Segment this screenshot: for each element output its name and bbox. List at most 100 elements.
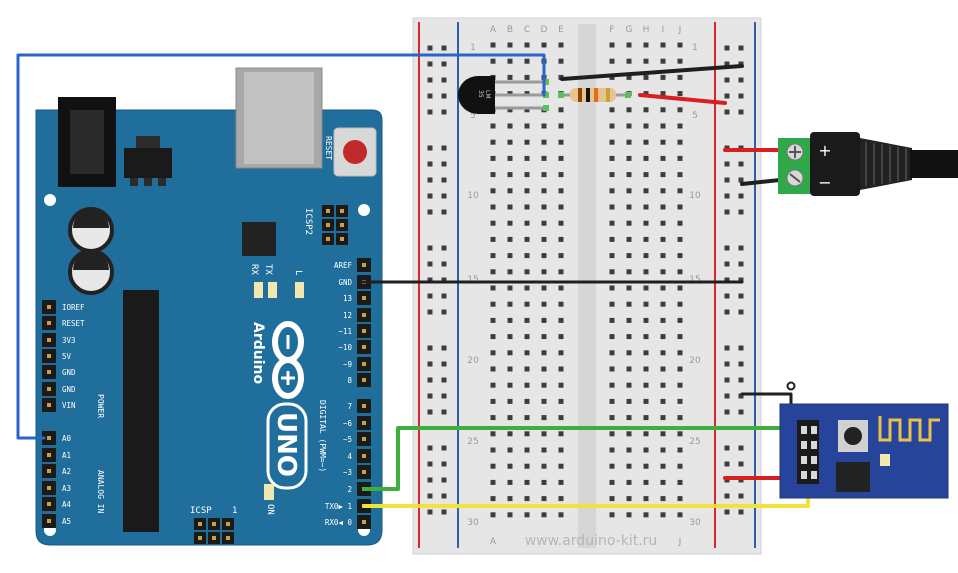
esp-header bbox=[797, 420, 819, 484]
breadboard-hole bbox=[609, 366, 615, 372]
breadboard-hole bbox=[524, 58, 530, 64]
rail-hole bbox=[738, 461, 744, 467]
breadboard-hole bbox=[660, 220, 666, 226]
breadboard-hole bbox=[626, 107, 632, 113]
breadboard-hole bbox=[677, 91, 683, 97]
breadboard-hole bbox=[660, 334, 666, 340]
pin-labels: IOREFRESET3V35VGNDGNDVINA0A1A2A3A4A5AREF… bbox=[62, 261, 352, 527]
breadboard-hole bbox=[609, 253, 615, 259]
rail-hole bbox=[738, 377, 744, 383]
breadboard-hole bbox=[660, 139, 666, 145]
breadboard-hole bbox=[558, 496, 564, 502]
resistor-lead-tip bbox=[625, 92, 631, 98]
breadboard-hole bbox=[677, 123, 683, 129]
wire-blue-a0-to-sensor bbox=[16, 53, 546, 440]
breadboard-hole bbox=[677, 107, 683, 113]
rail-hole bbox=[427, 393, 433, 399]
breadboard-hole bbox=[626, 398, 632, 404]
breadboard-hole bbox=[660, 382, 666, 388]
breadboard-hole bbox=[507, 382, 513, 388]
breadboard-hole bbox=[643, 220, 649, 226]
pin-label: RESET bbox=[62, 319, 85, 328]
breadboard-hole bbox=[507, 42, 513, 48]
pin-label: ~3 bbox=[343, 468, 352, 477]
breadboard-hole bbox=[660, 269, 666, 275]
wire-end bbox=[786, 381, 796, 391]
l-led bbox=[295, 282, 304, 298]
sensor-leg-tip bbox=[543, 92, 549, 98]
breadboard-hole bbox=[541, 301, 547, 307]
power-group-label: POWER bbox=[96, 394, 105, 418]
voltage-regulator bbox=[124, 148, 172, 178]
breadboard-hole bbox=[558, 269, 564, 275]
breadboard-hole bbox=[541, 382, 547, 388]
rail-hole bbox=[427, 377, 433, 383]
breadboard-hole bbox=[490, 139, 496, 145]
breadboard-hole bbox=[558, 334, 564, 340]
breadboard-hole bbox=[558, 431, 564, 437]
breadboard-hole bbox=[558, 350, 564, 356]
pin-label: AREF bbox=[334, 261, 353, 270]
breadboard-hole bbox=[609, 398, 615, 404]
breadboard-hole bbox=[660, 107, 666, 113]
breadboard-hole bbox=[643, 334, 649, 340]
col-letter: E bbox=[558, 25, 564, 35]
breadboard-hole bbox=[626, 58, 632, 64]
breadboard-hole bbox=[609, 350, 615, 356]
pin-contact bbox=[47, 453, 51, 457]
pin-label: 3V3 bbox=[62, 336, 76, 345]
breadboard-hole bbox=[626, 496, 632, 502]
regulator-leg bbox=[144, 178, 152, 186]
breadboard-hole bbox=[490, 301, 496, 307]
breadboard-hole bbox=[541, 236, 547, 242]
rail-hole bbox=[427, 161, 433, 167]
rail-hole bbox=[441, 477, 447, 483]
breadboard-hole bbox=[660, 123, 666, 129]
pin-label: IOREF bbox=[62, 303, 85, 312]
rail-hole bbox=[441, 461, 447, 467]
rail-hole bbox=[441, 145, 447, 151]
breadboard-hole bbox=[677, 512, 683, 518]
rail-hole bbox=[738, 509, 744, 515]
rx-label: RX bbox=[249, 264, 259, 275]
breadboard-hole bbox=[660, 415, 666, 421]
breadboard-hole bbox=[490, 204, 496, 210]
breadboard-hole bbox=[609, 415, 615, 421]
breadboard-hole bbox=[626, 350, 632, 356]
jack-minus-symbol: − bbox=[818, 173, 831, 192]
pin-contact bbox=[47, 403, 51, 407]
breadboard-hole bbox=[609, 155, 615, 161]
rail-hole bbox=[724, 93, 730, 99]
row-numbers: 1 5 10 15 20 25 30 1 5 10 15 20 25 30 bbox=[467, 43, 701, 528]
breadboard-hole bbox=[626, 415, 632, 421]
rail-hole bbox=[738, 345, 744, 351]
rail-hole bbox=[738, 361, 744, 367]
breadboard-hole bbox=[677, 382, 683, 388]
icsp-label: ICSP bbox=[190, 506, 212, 516]
breadboard-hole bbox=[507, 253, 513, 259]
rail-hole bbox=[441, 261, 447, 267]
breadboard-hole bbox=[541, 366, 547, 372]
breadboard-hole bbox=[558, 236, 564, 242]
breadboard-hole bbox=[626, 236, 632, 242]
pin-contact bbox=[47, 486, 51, 490]
breadboard-hole bbox=[524, 317, 530, 323]
breadboard-hole bbox=[558, 447, 564, 453]
breadboard-hole bbox=[660, 155, 666, 161]
pin-label: 13 bbox=[343, 294, 352, 303]
sensor-text: 35 bbox=[477, 90, 484, 98]
breadboard-hole bbox=[660, 74, 666, 80]
analog-group-label: ANALOG IN bbox=[96, 470, 105, 514]
breadboard-hole bbox=[541, 431, 547, 437]
breadboard-hole bbox=[660, 463, 666, 469]
row-number: 20 bbox=[467, 356, 479, 366]
breadboard-hole bbox=[524, 285, 530, 291]
breadboard-hole bbox=[609, 58, 615, 64]
jack-ribs bbox=[865, 142, 907, 186]
breadboard-hole bbox=[541, 479, 547, 485]
rail-hole bbox=[441, 161, 447, 167]
row-number: 10 bbox=[467, 191, 479, 201]
pin-contact bbox=[340, 237, 344, 241]
breadboard-hole bbox=[558, 123, 564, 129]
pin-contact bbox=[226, 536, 230, 540]
